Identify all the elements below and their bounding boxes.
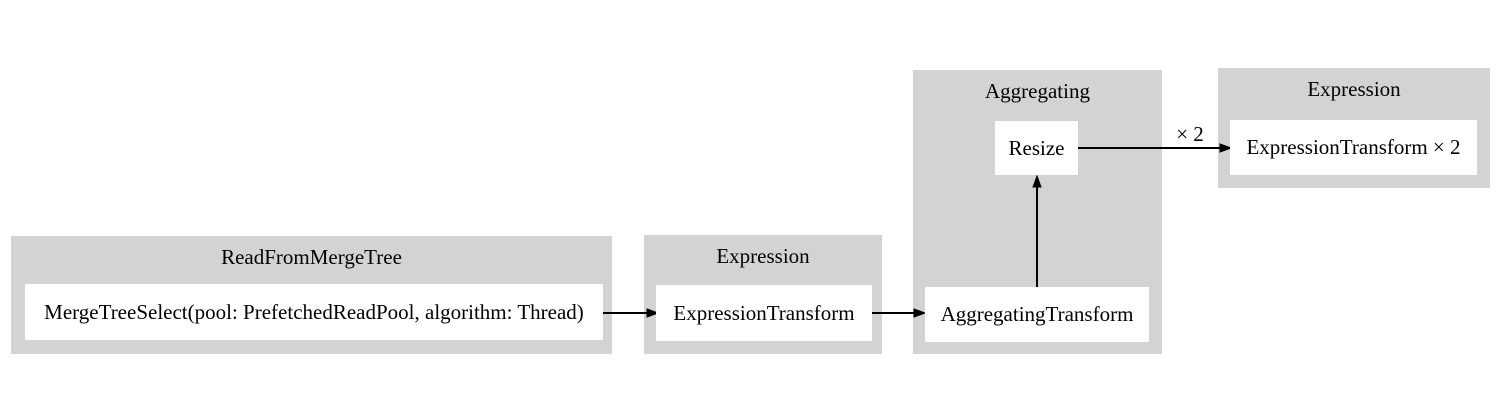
edge-multiplicity-label: × 2 (1176, 122, 1204, 146)
cluster-label: Expression (1307, 77, 1401, 101)
node-aggregatingtransform: AggregatingTransform (925, 287, 1149, 342)
cluster-label: ReadFromMergeTree (221, 245, 402, 269)
cluster-label: Expression (716, 244, 810, 268)
node-expressiontransform: ExpressionTransform (656, 285, 872, 341)
node-mergetreeselect: MergeTreeSelect(pool: PrefetchedReadPool… (25, 284, 603, 340)
node-expressiontransform-x2: ExpressionTransform × 2 (1230, 120, 1477, 175)
node-resize: Resize (995, 121, 1078, 175)
cluster-label: Aggregating (985, 79, 1090, 103)
